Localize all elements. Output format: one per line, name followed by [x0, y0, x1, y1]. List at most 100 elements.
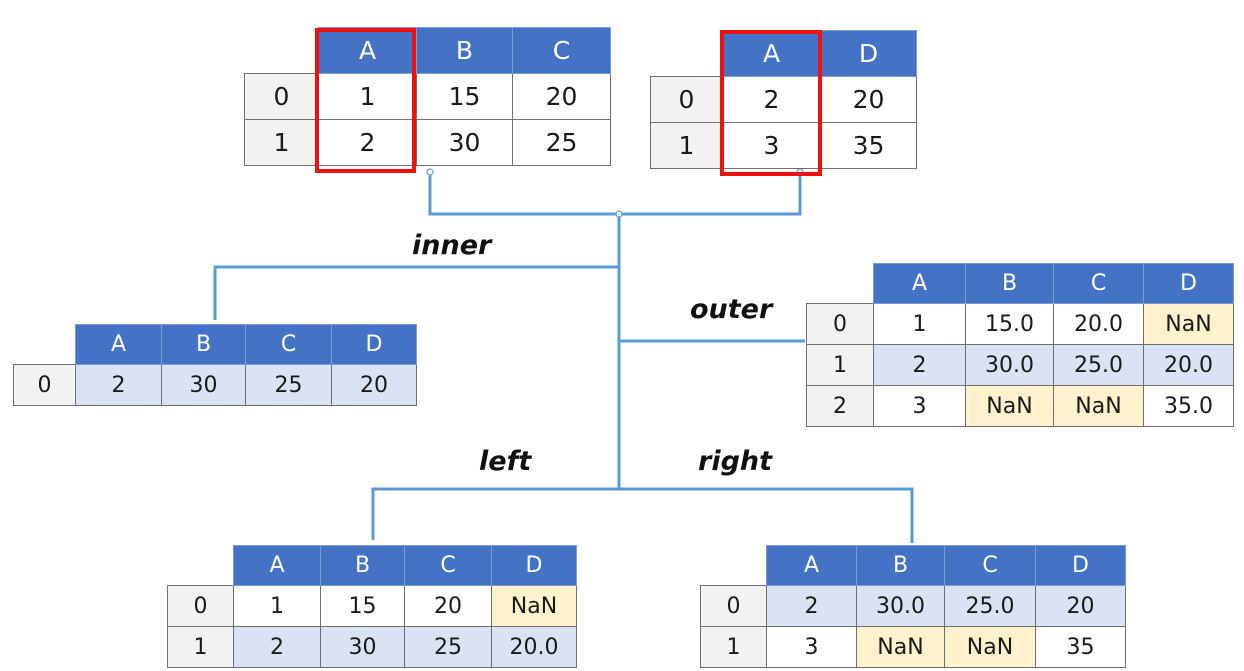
column-header: A [75, 324, 162, 365]
column-header: C [1053, 263, 1144, 304]
connector-node-junction [615, 210, 623, 218]
table-cell: 2 [766, 585, 857, 627]
table-cell: NaN [1143, 303, 1234, 345]
row-index: 0 [13, 364, 76, 406]
table-row: 1 2 30.0 25.0 20.0 [806, 344, 1234, 386]
table-corner [244, 27, 319, 74]
table-cell: 15 [416, 73, 513, 120]
column-header: D [1035, 545, 1126, 586]
table-cell: 2 [722, 76, 821, 123]
table-row: 0 1 15.0 20.0 NaN [806, 303, 1234, 345]
table-cell: 35.0 [1143, 385, 1234, 427]
column-header: B [856, 545, 945, 586]
table-row: 0 1 15 20 [244, 73, 611, 120]
table-row: 1 3 NaN NaN 35 [700, 626, 1126, 668]
table-cell: 30.0 [856, 585, 945, 627]
table-cell: 20.0 [1143, 344, 1234, 386]
table-corner [700, 545, 767, 586]
table-cell: 20.0 [491, 626, 577, 668]
table-cell: 35 [820, 122, 917, 169]
table-cell: NaN [856, 626, 945, 668]
inner-result-table: A B C D 0 2 30 25 20 [13, 324, 417, 406]
table-cell: 25 [512, 119, 611, 166]
outer-result-table: A B C D 0 1 15.0 20.0 NaN 1 2 30.0 25.0 … [806, 263, 1234, 427]
table-cell: 30 [161, 364, 246, 406]
table-row: 1 2 30 25 [244, 119, 611, 166]
table-cell: NaN [491, 585, 577, 627]
connector-node-right-source [796, 168, 804, 176]
connector-node-left-source [426, 168, 434, 176]
table-cell: 20 [331, 364, 417, 406]
table-cell: 20 [512, 73, 611, 120]
table-corner [167, 545, 234, 586]
table-cell: NaN [944, 626, 1036, 668]
table-row: 0 2 30.0 25.0 20 [700, 585, 1126, 627]
table-cell: 20.0 [1053, 303, 1144, 345]
merge-label-inner: inner [412, 230, 492, 261]
table-corner [650, 30, 723, 77]
source-table-abc: A B C 0 1 15 20 1 2 30 25 [244, 27, 611, 166]
table-cell: 30 [416, 119, 513, 166]
table-cell: 20 [1035, 585, 1126, 627]
left-result-table: A B C D 0 1 15 20 NaN 1 2 30 25 20.0 [167, 545, 577, 668]
connector-inner [213, 265, 619, 320]
source-table-ad: A D 0 2 20 1 3 35 [650, 30, 917, 169]
table-cell: 2 [318, 119, 417, 166]
table-cell: 1 [873, 303, 966, 345]
table-cell: 30 [320, 626, 405, 668]
row-index: 1 [650, 122, 723, 169]
connector-left-right [371, 487, 914, 543]
table-cell: 25.0 [1053, 344, 1144, 386]
row-index: 1 [167, 626, 234, 668]
table-row: 1 3 35 [650, 122, 917, 169]
table-cell: 15 [320, 585, 405, 627]
column-header: B [320, 545, 405, 586]
table-cell: 20 [404, 585, 492, 627]
column-header: A [233, 545, 321, 586]
table-cell: 25.0 [944, 585, 1036, 627]
connector-sources [428, 172, 802, 216]
table-corner [806, 263, 874, 304]
column-header: B [161, 324, 246, 365]
merge-label-outer: outer [690, 294, 773, 325]
table-cell: 1 [318, 73, 417, 120]
column-header: D [491, 545, 577, 586]
row-index: 0 [700, 585, 767, 627]
row-index: 0 [244, 73, 319, 120]
table-cell: 3 [766, 626, 857, 668]
row-index: 0 [167, 585, 234, 627]
row-index: 1 [700, 626, 767, 668]
table-cell: 3 [722, 122, 821, 169]
table-cell: 20 [820, 76, 917, 123]
column-header: B [965, 263, 1054, 304]
row-index: 1 [244, 119, 319, 166]
column-header: C [944, 545, 1036, 586]
table-cell: 2 [75, 364, 162, 406]
table-cell: 2 [873, 344, 966, 386]
right-result-table: A B C D 0 2 30.0 25.0 20 1 3 NaN NaN 35 [700, 545, 1126, 668]
column-header: C [404, 545, 492, 586]
column-header: A [873, 263, 966, 304]
column-header: A [318, 27, 417, 74]
merge-label-left: left [479, 446, 532, 477]
row-index: 2 [806, 385, 874, 427]
table-cell: 1 [233, 585, 321, 627]
column-header: D [331, 324, 417, 365]
table-row: 2 3 NaN NaN 35.0 [806, 385, 1234, 427]
table-cell: 3 [873, 385, 966, 427]
column-header: D [820, 30, 917, 77]
table-cell: NaN [1053, 385, 1144, 427]
table-cell: NaN [965, 385, 1054, 427]
column-header: D [1143, 263, 1234, 304]
column-header: B [416, 27, 513, 74]
column-header: C [245, 324, 332, 365]
table-row: 1 2 30 25 20.0 [167, 626, 577, 668]
table-row: 0 1 15 20 NaN [167, 585, 577, 627]
table-cell: 25 [404, 626, 492, 668]
merge-label-right: right [698, 446, 773, 477]
table-corner [13, 324, 76, 365]
table-cell: 15.0 [965, 303, 1054, 345]
table-cell: 30.0 [965, 344, 1054, 386]
row-index: 0 [650, 76, 723, 123]
row-index: 1 [806, 344, 874, 386]
